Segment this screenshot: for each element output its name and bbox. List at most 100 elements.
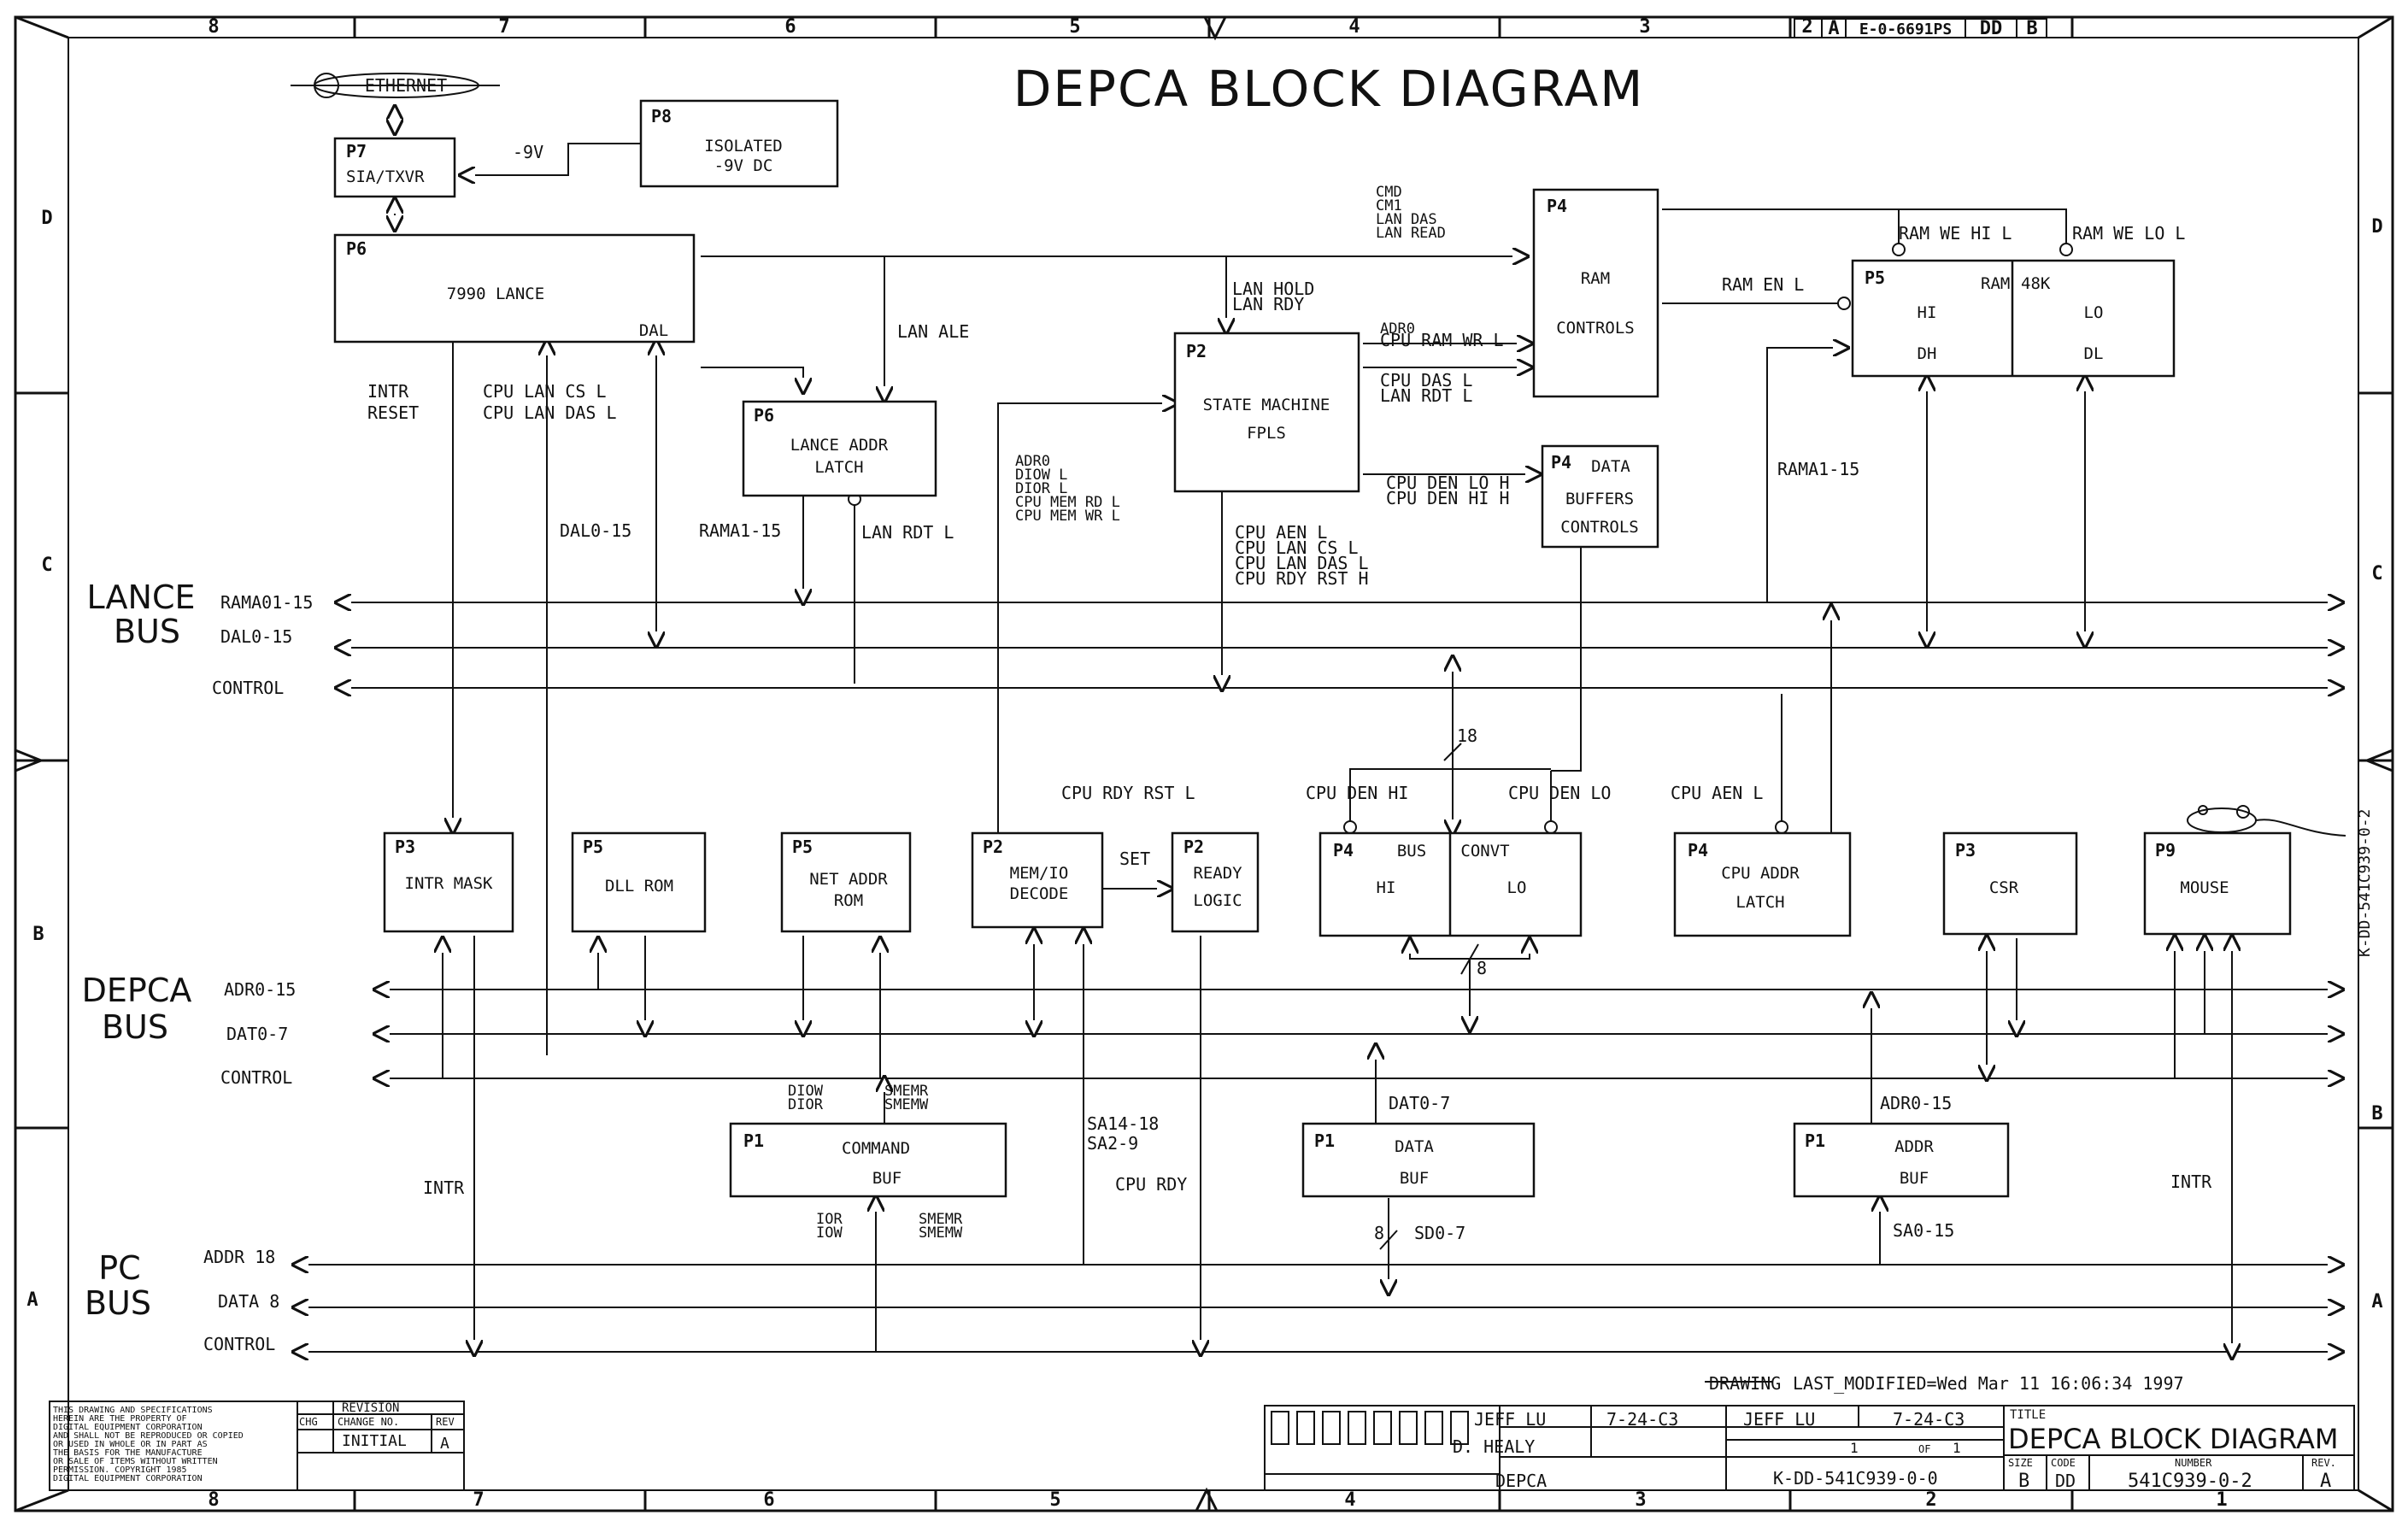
notice-1: HEREIN ARE THE PROPERTY OF <box>53 1414 187 1424</box>
p4-ram-l1: RAM <box>1581 269 1610 288</box>
block-p1-command-buf <box>729 1122 1007 1198</box>
zone-top-2: 2 <box>1801 16 1812 38</box>
block-p7-sia <box>333 137 456 198</box>
sig-smemr: SMEMR <box>919 1211 963 1228</box>
tr-cell-num: E-0-6691PS <box>1859 21 1952 38</box>
block-p1-addr-buf <box>1793 1122 2010 1198</box>
zone-bottom-5: 5 <box>1049 1489 1060 1511</box>
row-right-a: A <box>2371 1291 2382 1313</box>
p2-state-l1: STATE MACHINE <box>1203 396 1330 414</box>
p2-state-id: P2 <box>1186 341 1207 361</box>
p5-dll-id: P5 <box>583 837 603 857</box>
p4-bus-l1: BUS <box>1397 842 1426 860</box>
p5-ram-48k: 48K <box>2021 274 2051 293</box>
sig-memio-in1: DIOW L <box>1015 467 1067 484</box>
top-doc-number: K-DD-541C939-0-0 <box>1773 1468 1938 1489</box>
footer-text: DRAWING LAST_MODIFIED=Wed Mar 11 16:06:3… <box>53 1373 2339 1492</box>
p1-addr-id: P1 <box>1805 1130 1825 1151</box>
drawn-2: D. HEALY <box>1453 1436 1535 1457</box>
p6-latch-l1: LANCE ADDR <box>790 436 889 455</box>
p5-ram-hi: HI <box>1918 303 1937 322</box>
size-label: SIZE <box>2008 1457 2033 1469</box>
p4-bus-l2: CONVT <box>1460 842 1509 860</box>
row-right-b: B <box>2371 1103 2382 1125</box>
p5-net-l1: NET ADDR <box>809 870 888 889</box>
p4-cpu-l2: LATCH <box>1736 893 1784 912</box>
zone-top-4: 4 <box>1348 16 1360 38</box>
zone-top-3: 3 <box>1639 16 1650 38</box>
notice-2: DIGITAL EQUIPMENT CORPORATION <box>53 1423 203 1432</box>
p5-dll-l1: DLL ROM <box>605 877 673 896</box>
rev-rev: REV <box>436 1416 455 1428</box>
mouse-doodle-icon <box>2187 805 2346 837</box>
size-value: B <box>2018 1471 2029 1492</box>
sig-ram-we-lo: RAM WE LO L <box>2072 223 2185 244</box>
depca-bus-name2: BUS <box>102 1008 168 1046</box>
sig-sd-width: 8 <box>1374 1223 1384 1243</box>
block-p1-data-buf <box>1301 1122 1536 1198</box>
p1-data-l1: DATA <box>1395 1137 1434 1156</box>
block-p3-intr-mask <box>383 831 514 933</box>
signal-labels: -9V LAN ALE INTR RESET CPU LAN CS L CPU … <box>367 142 2212 1243</box>
zone-bottom-8: 8 <box>208 1489 219 1511</box>
p1-data-id: P1 <box>1314 1130 1335 1151</box>
sig-cpu-rdy-rst: CPU RDY RST L <box>1061 783 1195 803</box>
footer-drawing: DRAWING <box>1709 1373 1781 1394</box>
p1-data-l2: BUF <box>1400 1169 1429 1188</box>
sig-cpu-das1: LAN RDT L <box>1380 385 1472 406</box>
p5-ram-id: P5 <box>1865 267 1885 288</box>
zone-bottom-2: 2 <box>1925 1489 1936 1511</box>
sig-memio-in3: CPU MEM RD L <box>1015 494 1120 511</box>
depca-bus-l1: ADR0-15 <box>224 979 296 1000</box>
p1-addr-l2: BUF <box>1900 1169 1929 1188</box>
p4-cpu-id: P4 <box>1688 840 1708 860</box>
lance-bus-l1: RAMA01-15 <box>220 592 313 613</box>
sig-ior: IOR <box>816 1211 843 1228</box>
footer-lines <box>49 1381 2355 1491</box>
sig-dat07: DAT0-7 <box>1389 1093 1450 1113</box>
block-p5-net-addr-rom <box>780 831 912 933</box>
zone-bottom-1: 1 <box>2216 1489 2227 1511</box>
sig-lan-hold: LAN HOLD <box>1232 279 1314 299</box>
block-p6-lance-addr-latch <box>742 400 937 497</box>
notice-5: THE BASIS FOR THE MANUFACTURE <box>53 1448 203 1458</box>
zone-labels: 8 7 6 5 4 3 2 8 7 6 5 4 3 2 1 D C B A D … <box>26 16 2382 1511</box>
sig-ram-we-hi: RAM WE HI L <box>1899 223 2012 244</box>
block-p4-cpu-addr-latch <box>1673 831 1852 937</box>
drawn-1: JEFF LU <box>1474 1409 1546 1430</box>
p2-ready-l1: READY <box>1193 864 1242 883</box>
signal-arrows <box>293 106 2343 1359</box>
vertical-doc-tag: K-DD-541C939-0-2 <box>2356 809 2374 957</box>
depca-bus-l2: DAT0-7 <box>226 1024 288 1044</box>
p1-cmd-l1: COMMAND <box>842 1139 910 1158</box>
sig-st-cmd2: LAN DAS <box>1376 211 1437 228</box>
sig-state-out1: CPU LAN CS L <box>1235 537 1359 558</box>
p2-memio-id: P2 <box>983 837 1003 857</box>
title-block-label: TITLE <box>2010 1408 2046 1422</box>
sig-reset: RESET <box>367 402 419 423</box>
block-p8-isolated <box>639 99 839 188</box>
zone-top-6: 6 <box>784 16 796 38</box>
block-p4-ram-controls <box>1532 188 1659 398</box>
block-p2-ready-logic <box>1171 831 1260 933</box>
lance-bus-name1: LANCE <box>86 578 195 616</box>
p4-ram-id: P4 <box>1547 196 1567 216</box>
sheet-of: OF <box>1918 1443 1930 1455</box>
p9-mouse-l1: MOUSE <box>2180 878 2229 897</box>
tr-cell-dd: DD <box>1980 18 2003 39</box>
zone-bottom-4: 4 <box>1344 1489 1355 1511</box>
sig-state-out3: CPU RDY RST H <box>1235 568 1369 589</box>
pc-bus-l3: CONTROL <box>203 1334 275 1354</box>
p9-mouse-id: P9 <box>2155 840 2176 860</box>
zone-top-5: 5 <box>1069 16 1080 38</box>
p4-data-l2: BUFFERS <box>1565 490 1634 508</box>
rev-revision: REVISION <box>342 1401 399 1415</box>
drawn-3: JEFF LU <box>1743 1409 1815 1430</box>
sig-memio-in2: DIOR L <box>1015 480 1067 497</box>
sig-neg9v: -9V <box>513 142 543 162</box>
pc-bus-l2: DATA 8 <box>218 1291 279 1312</box>
p7-id: P7 <box>346 141 367 161</box>
sig-cpu-den-lo: CPU DEN LO <box>1508 783 1611 803</box>
rev-change-no: CHANGE NO. <box>338 1416 399 1428</box>
